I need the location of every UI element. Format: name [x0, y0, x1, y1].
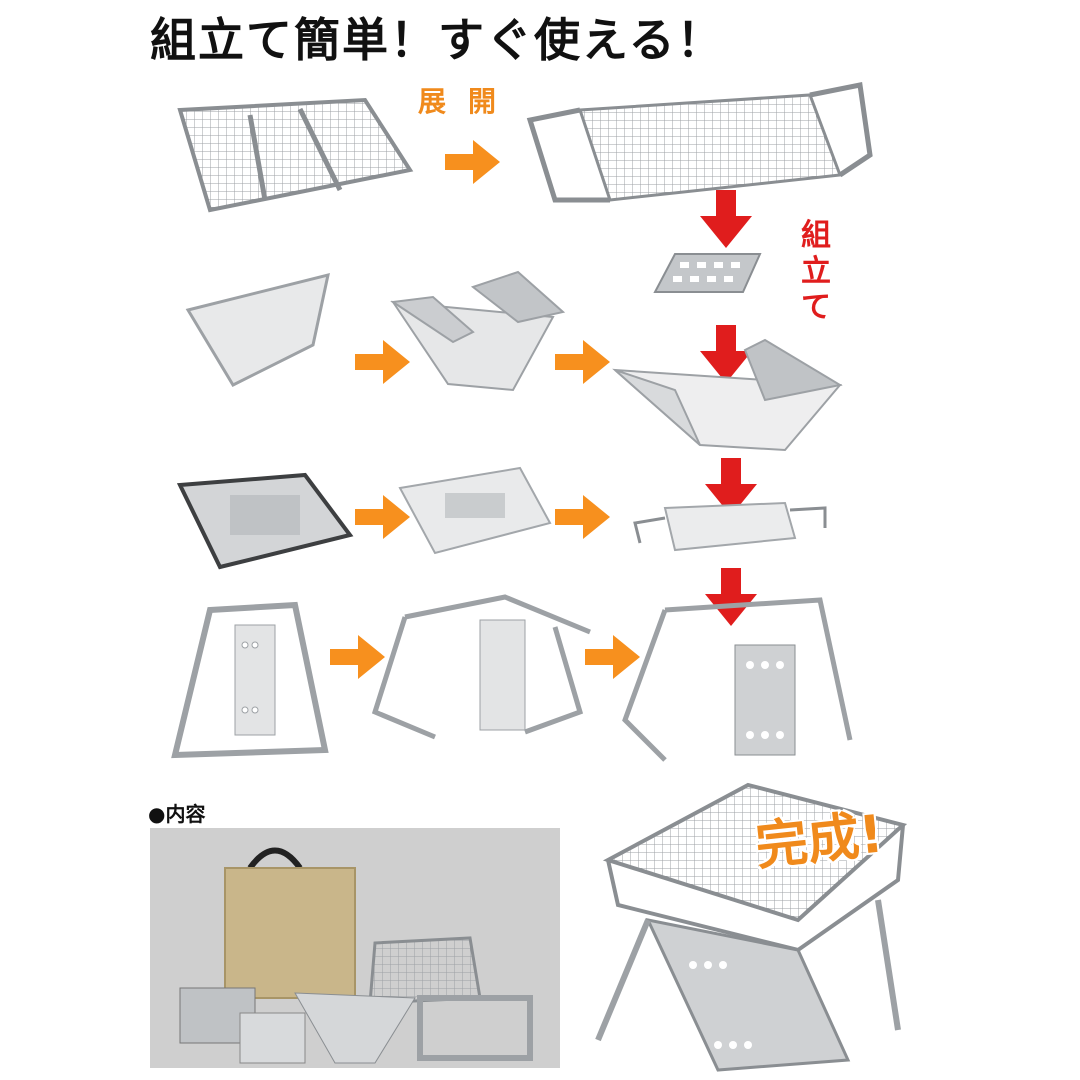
folded-stand-image [171, 601, 329, 759]
unfold-label: 展開 [418, 85, 519, 118]
arrow-down-icon [700, 190, 752, 248]
arrow-right-icon [555, 340, 610, 384]
arrow-right-icon [555, 495, 610, 539]
arrow-right-icon [585, 635, 640, 679]
complete-label: 完成! [751, 792, 886, 880]
page-title: 組立て簡単！すぐ使える！ [150, 13, 725, 67]
folded-grate-image [177, 97, 414, 213]
arrow-right-icon [355, 340, 410, 384]
assemble-char-1: 組 [801, 218, 831, 253]
arrow-down-icon [705, 568, 757, 626]
arrow-right-icon [330, 635, 385, 679]
assembled-firebox-image [612, 338, 843, 452]
arrow-down-icon [705, 458, 757, 516]
plate-part [239, 1012, 306, 1064]
folding-firebox-image [390, 270, 566, 392]
unfolded-grate-image [526, 82, 873, 203]
contents-label: ●内容 [148, 802, 206, 826]
open-stand-image [622, 597, 853, 762]
arrow-right-icon [445, 140, 500, 184]
completed-grill-image [595, 782, 908, 1072]
arrow-right-icon [355, 495, 410, 539]
firebox-sheet-part [294, 992, 416, 1064]
ash-tray-image [633, 501, 827, 552]
opening-stand-image [371, 594, 591, 740]
contents-photo-drawing [179, 847, 533, 1064]
ash-tray-parts-image [398, 466, 552, 555]
contents-photo [150, 828, 560, 1068]
stand-part [417, 995, 533, 1061]
perforated-plate-image [653, 253, 762, 293]
storage-bag [224, 867, 356, 999]
bag-handle [247, 847, 303, 870]
assemble-label: 組 立 て [796, 218, 836, 326]
stacked-parts-image [176, 472, 354, 570]
complete-text: 完成 [752, 806, 863, 878]
assemble-char-3: て [801, 290, 831, 325]
arrow-down-icon [700, 325, 752, 383]
grate-part [368, 936, 482, 1005]
flat-firebox-sheet-image [185, 272, 330, 387]
assemble-char-2: 立 [801, 254, 831, 289]
